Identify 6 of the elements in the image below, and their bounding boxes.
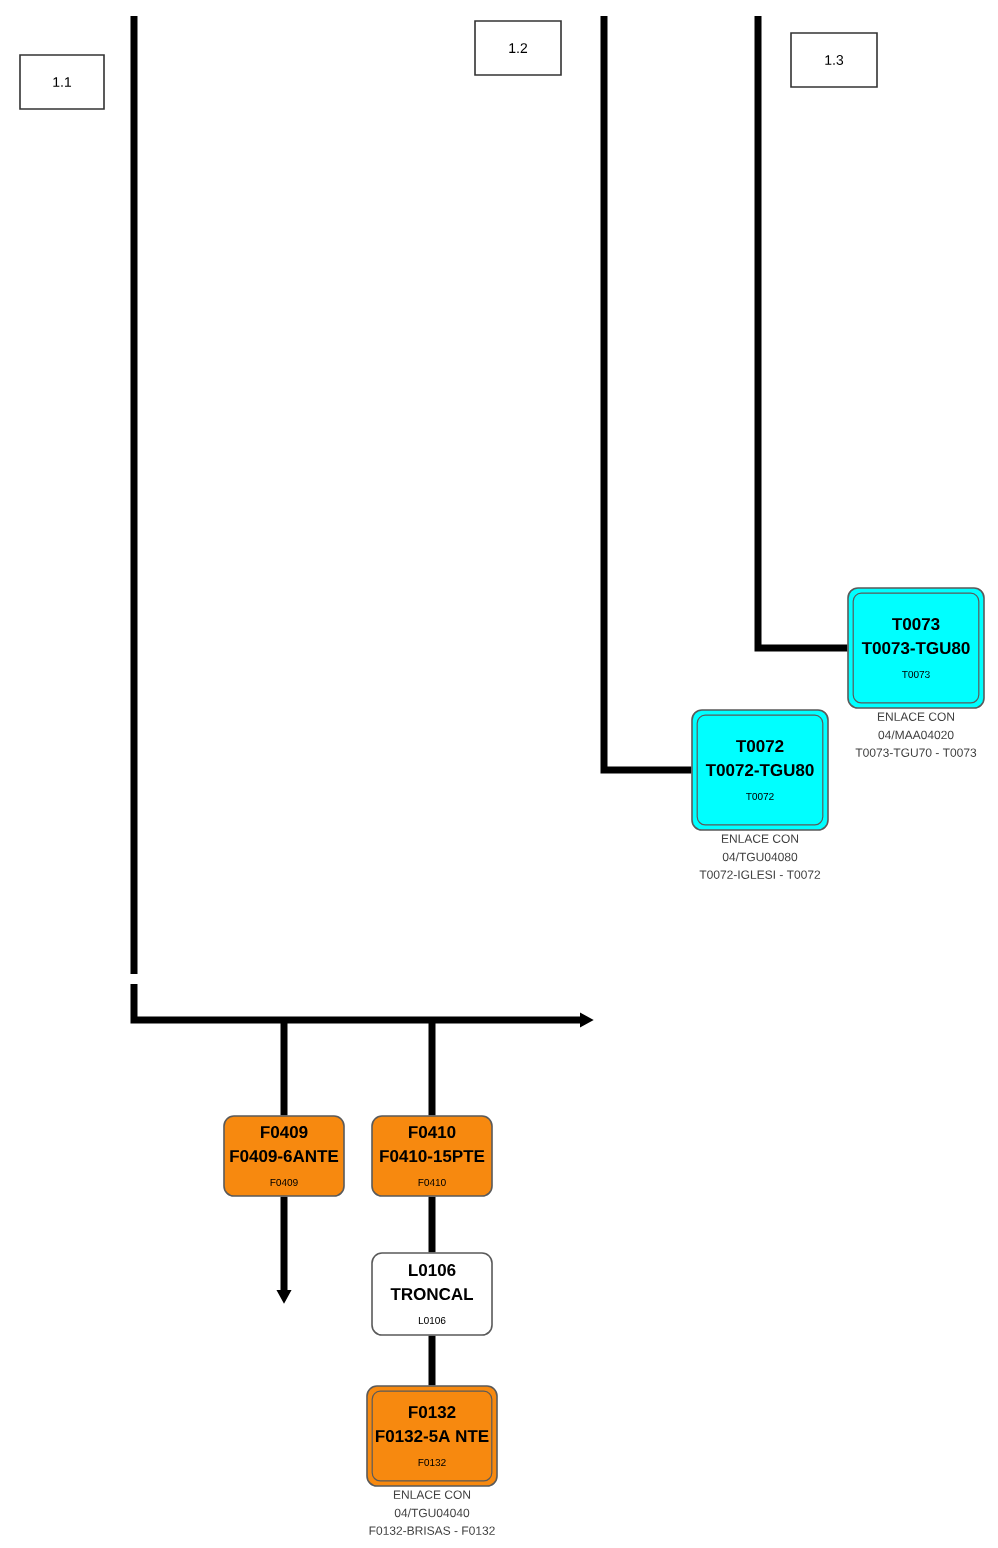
connector-line [280, 1020, 288, 1116]
connector-line [428, 1196, 436, 1253]
connector-line [600, 16, 692, 774]
connector-line [754, 16, 848, 652]
connector-line [428, 1020, 436, 1116]
connector-line [428, 1335, 436, 1386]
